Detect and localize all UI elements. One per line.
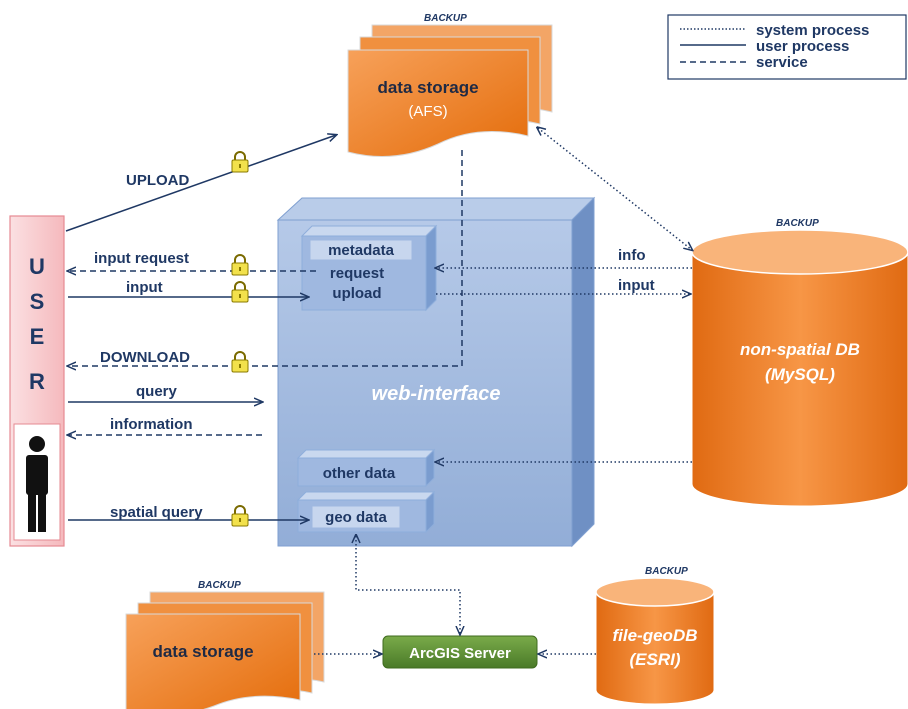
geodb-title: file-geoDB xyxy=(613,626,698,645)
geodb-backup-label: BACKUP xyxy=(645,566,688,577)
input-request-label: input request xyxy=(94,250,189,267)
metadata-module: metadata request upload xyxy=(300,224,438,312)
person-icon xyxy=(26,436,48,532)
mysql-db: BACKUP non-spatial DB (MySQL) xyxy=(691,218,908,507)
input-request-lock-icon xyxy=(231,254,249,276)
geo-db: BACKUP file-geoDB (ESRI) xyxy=(595,566,715,705)
upload-flow-label: UPLOAD xyxy=(126,172,190,189)
other-data-module: other data xyxy=(296,448,436,488)
top-storage-subtitle: (AFS) xyxy=(408,103,447,120)
mysql-subtitle: (MySQL) xyxy=(765,365,835,384)
user-letter-s: S xyxy=(30,289,45,314)
info-db-label: info xyxy=(618,247,646,264)
top-storage-title: data storage xyxy=(377,78,478,97)
upload-label: upload xyxy=(332,285,381,302)
upload-lock-icon xyxy=(231,151,249,173)
top-storage-backup-label: BACKUP xyxy=(424,13,467,24)
input-db-label: input xyxy=(618,277,655,294)
bottom-storage-backup-label: BACKUP xyxy=(198,580,241,591)
download-label: DOWNLOAD xyxy=(100,349,190,366)
geodb-cylinder-top xyxy=(595,577,715,607)
legend-box xyxy=(667,14,907,80)
mysql-title: non-spatial DB xyxy=(740,340,860,359)
legend: system process user process service xyxy=(667,14,907,80)
query-label: query xyxy=(136,383,178,400)
legend-user-process: user process xyxy=(756,38,849,55)
input-lock-icon xyxy=(231,281,249,303)
storage-db-sync-arrow xyxy=(538,128,692,250)
bottom-data-storage: BACKUP data storage xyxy=(125,580,325,709)
top-data-storage: BACKUP data storage (AFS) xyxy=(347,13,553,157)
web-interface-box: web-interface metadata request upload ot… xyxy=(276,196,596,548)
geo-data-module: geo data xyxy=(296,490,436,534)
mysql-backup-label: BACKUP xyxy=(776,218,819,229)
download-arrow xyxy=(68,150,463,366)
request-label: request xyxy=(330,265,384,282)
geodb-subtitle: (ESRI) xyxy=(630,650,681,669)
input-label: input xyxy=(126,279,163,296)
other-data-label: other data xyxy=(323,465,396,482)
user-letter-r: R xyxy=(29,369,45,394)
user-letter-e: E xyxy=(30,324,45,349)
top-storage-front-page xyxy=(347,49,529,157)
legend-service: service xyxy=(756,54,808,71)
user-letter-u: U xyxy=(29,254,45,279)
information-label: information xyxy=(110,416,193,433)
spatial-query-lock-icon xyxy=(231,505,249,527)
mysql-cylinder-top xyxy=(691,229,908,275)
bottom-storage-title: data storage xyxy=(152,642,253,661)
arcgis-server-label: ArcGIS Server xyxy=(409,645,511,662)
geodata-arcgis-arrow xyxy=(356,536,460,634)
bottom-storage-front-page xyxy=(125,613,301,709)
legend-system-process: system process xyxy=(756,22,869,39)
download-lock-icon xyxy=(231,351,249,373)
user-column: U S E R xyxy=(9,215,65,547)
metadata-label: metadata xyxy=(328,242,395,259)
arcgis-server: ArcGIS Server xyxy=(382,635,538,669)
spatial-query-label: spatial query xyxy=(110,504,203,521)
upload-arrow xyxy=(65,135,336,232)
web-interface-title: web-interface xyxy=(372,383,501,405)
geo-data-label: geo data xyxy=(325,509,387,526)
